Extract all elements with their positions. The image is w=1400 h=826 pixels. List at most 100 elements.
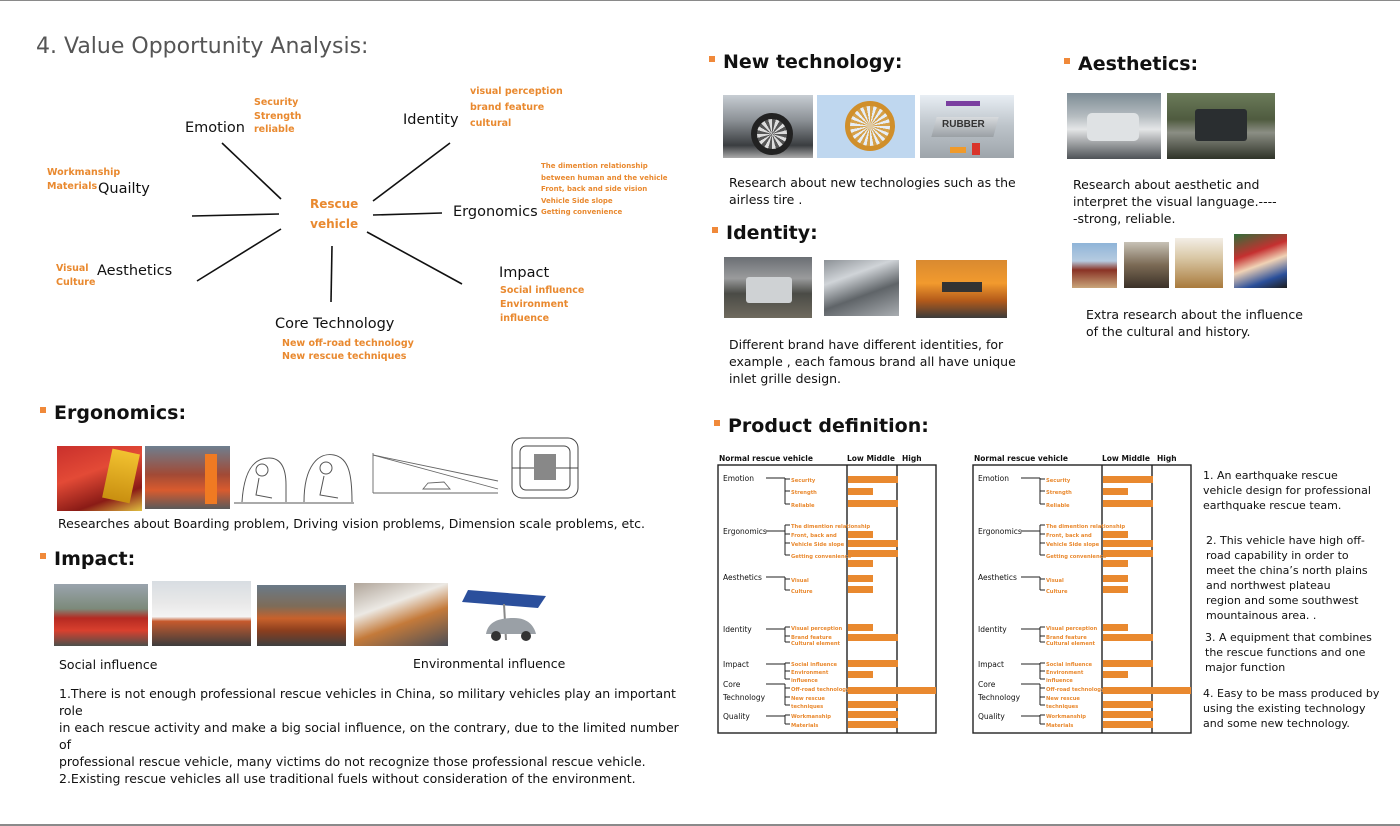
new-technology-text: Research about new technologies such as … bbox=[729, 174, 1016, 208]
note-line: 1. An earthquake rescue bbox=[1203, 469, 1338, 482]
rating-bar bbox=[848, 711, 898, 718]
item-label: Getting convenience bbox=[791, 554, 852, 560]
defender-shape bbox=[1195, 109, 1247, 141]
item-label: The dimention relationship bbox=[791, 524, 870, 530]
rating-bar bbox=[1103, 531, 1128, 538]
rating-bar bbox=[1103, 550, 1153, 557]
item-label: Culture bbox=[791, 589, 813, 595]
group-label: Technology bbox=[977, 693, 1021, 702]
rating-bar bbox=[848, 634, 898, 641]
tire-shape bbox=[751, 113, 793, 155]
page-title: 4. Value Opportunity Analysis: bbox=[36, 34, 369, 59]
center-line-2: vehicle bbox=[310, 217, 359, 231]
item-label: Brand feature bbox=[1046, 635, 1087, 641]
item-label: Reliable bbox=[1046, 503, 1070, 509]
item-label: Visual perception bbox=[1046, 626, 1097, 632]
arrow-purple bbox=[946, 101, 980, 106]
item-label: techniques bbox=[791, 704, 823, 710]
tag: The dimention relationship bbox=[541, 162, 648, 170]
item-label: Environment bbox=[791, 670, 829, 676]
note-line: meet the china’s north plains bbox=[1206, 564, 1368, 577]
rating-bar bbox=[1103, 500, 1153, 507]
rating-bar bbox=[1103, 476, 1153, 483]
rating-bar bbox=[848, 671, 873, 678]
seat-shape bbox=[534, 454, 556, 480]
arrow-red bbox=[972, 143, 980, 155]
product-definition-heading-text: Product definition: bbox=[728, 415, 929, 437]
tire-diagram bbox=[817, 95, 915, 158]
rating-bar bbox=[848, 701, 898, 708]
note-line: 2. This vehicle have high off- bbox=[1206, 534, 1365, 547]
impact-photo-4 bbox=[354, 583, 448, 646]
bullet-icon bbox=[709, 55, 715, 62]
group-label: Aesthetics bbox=[978, 573, 1017, 582]
rating-bar bbox=[848, 586, 873, 593]
impact-note-line: 2.Existing rescue vehicles all use tradi… bbox=[59, 771, 636, 786]
item-label: Security bbox=[1046, 478, 1071, 484]
group-label: Impact bbox=[978, 660, 1004, 669]
group-label: Core bbox=[723, 680, 741, 689]
text-line: Research about aesthetic and bbox=[1073, 177, 1260, 192]
rating-bar bbox=[848, 560, 873, 567]
item-label: Vehicle Side slope bbox=[1046, 542, 1100, 548]
line-aesthetics bbox=[196, 228, 282, 282]
text-line: airless tire . bbox=[729, 192, 803, 207]
ergonomics-sketch-vision bbox=[372, 453, 499, 494]
note-line: 3. A equipment that combines bbox=[1205, 631, 1372, 644]
note-line: 4. Easy to be mass produced by bbox=[1203, 687, 1380, 700]
scale-label-high: High bbox=[902, 454, 922, 463]
center-line-1: Rescue bbox=[310, 197, 359, 211]
group-label: Technology bbox=[722, 693, 766, 702]
node-impact: Impact bbox=[499, 265, 550, 281]
opera-photo bbox=[1234, 234, 1287, 288]
impact-solar-car bbox=[462, 590, 546, 641]
rating-bar bbox=[848, 721, 898, 728]
item-label: Environment bbox=[1046, 670, 1084, 676]
bullet-icon bbox=[714, 419, 720, 426]
line-quality bbox=[191, 213, 280, 217]
ergonomics-heading: Ergonomics: bbox=[40, 402, 186, 424]
ergonomics-caption: Researches about Boarding problem, Drivi… bbox=[58, 516, 645, 531]
text-line: of the cultural and history. bbox=[1086, 324, 1251, 339]
item-label: New rescue bbox=[791, 696, 825, 702]
item-label: influence bbox=[1046, 678, 1073, 684]
tag: visual perception bbox=[470, 86, 563, 97]
tags-quality: Workmanship Materials bbox=[47, 166, 120, 194]
group-label: Quality bbox=[723, 712, 750, 721]
chart-title: Normal rescue vehicle bbox=[719, 454, 813, 463]
identity-heading: Identity: bbox=[712, 222, 818, 244]
item-label: Off-road technology bbox=[1046, 687, 1105, 693]
line-impact bbox=[366, 231, 463, 285]
line-ergonomics bbox=[372, 212, 443, 216]
ranger-photo bbox=[916, 260, 1007, 318]
suv-photo-1 bbox=[1067, 93, 1161, 159]
group-label: Core bbox=[978, 680, 996, 689]
node-core-technology: Core Technology bbox=[275, 316, 395, 332]
group-label: Identity bbox=[978, 625, 1007, 634]
line-identity bbox=[372, 142, 451, 202]
impact-notes: 1.There is not enough professional rescu… bbox=[59, 685, 679, 787]
group-label: Ergonomics bbox=[723, 527, 767, 536]
item-label: Workmanship bbox=[1046, 714, 1086, 720]
scale-label-low-middle: Low Middle bbox=[1102, 454, 1150, 463]
tag: Environment bbox=[500, 299, 569, 310]
rating-bar bbox=[1103, 560, 1128, 567]
note-line: earthquake rescue team. bbox=[1203, 499, 1342, 512]
note-line: vehicle design for professional bbox=[1203, 484, 1371, 497]
palace-photo bbox=[1072, 243, 1117, 288]
chart-frame bbox=[717, 464, 937, 734]
item-label: Security bbox=[791, 478, 816, 484]
identity-text: Different brand have different identitie… bbox=[729, 336, 1016, 387]
chart-title: Normal rescue vehicle bbox=[974, 454, 1068, 463]
line-emotion bbox=[221, 142, 282, 200]
mindmap-lines bbox=[191, 142, 463, 303]
impact-photo-3 bbox=[257, 585, 346, 646]
rating-bar bbox=[1103, 624, 1128, 631]
chair-photo bbox=[1175, 238, 1223, 288]
item-label: influence bbox=[791, 678, 818, 684]
node-aesthetics: Aesthetics bbox=[97, 263, 173, 279]
note-line: using the existing technology bbox=[1203, 702, 1366, 715]
note-line: and some new technology. bbox=[1203, 717, 1350, 730]
item-label: Cultural element bbox=[1046, 641, 1096, 647]
